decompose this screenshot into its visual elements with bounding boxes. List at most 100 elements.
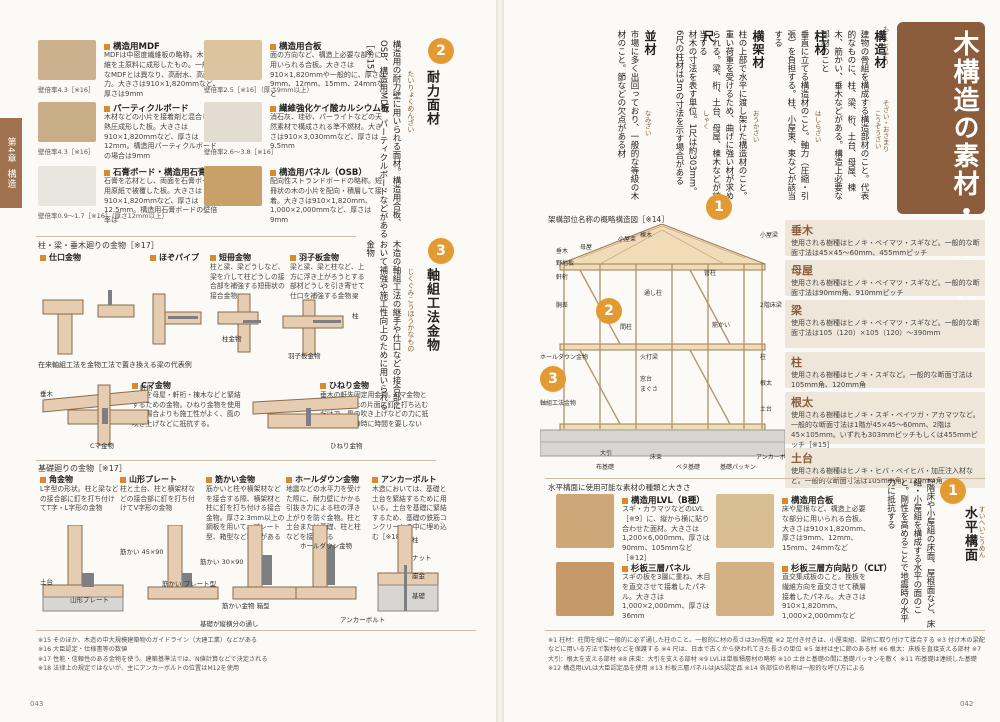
member-name: 根太 [791,396,813,409]
footnote-line: ※17 性能・信頼性のある金物を使う。建築基準法では、N値計算などで決定される [38,655,268,663]
label-yamagata: 山形プレート [70,596,109,604]
intro-reading: しゃく [701,110,710,130]
hardware-name-text: 山形プレート [129,475,177,484]
diagram-label: 棟木 [640,232,653,239]
material-desc: MDFは中密度繊維板の略称。木質繊維を主原料に成形したもの。一般的なMDFとは異… [104,51,220,99]
material-desc: 消石灰、珪砂、パーライトなどの天然素材で構成される準不燃材。大きさは910×3,… [270,113,382,151]
member-desc: 使用される樹種はヒノキ・スギ・ベイツガ・アカマツなど。一般的な断面寸法は1階が4… [791,411,980,450]
title-reading-1: もくこうぞう [881,26,890,65]
intro-reading: おうかざい [751,110,760,143]
material-swatch [204,102,262,142]
label-sujikai-plate: 筋かい プレート型 [162,580,217,588]
hardware-name-text: アンカーボルト [381,475,437,484]
material-name: 構造用パネル（OSB） [270,166,367,178]
bullet-icon [270,105,276,112]
label-hashira: 柱 [412,536,419,544]
bullet-icon [622,497,628,504]
material-swatch [38,40,96,80]
member-row-bg [785,352,985,388]
footnote-line: ※16 大臣認定・仕様書等の数値 [38,646,128,654]
section-badge-2: 2 [428,38,454,64]
material-name-text: 石膏ボード・構造用石膏ボード [113,168,233,178]
foundation-hardware-illustration [42,525,439,612]
diagram-label: 土台 [760,406,773,413]
section1-heading: 水平構面 [962,506,977,562]
material-name: 杉板三層パネル [622,562,691,574]
label-hineri: ひねり金物 [330,442,363,450]
divider-2 [36,460,436,461]
member-row-bg [785,260,985,296]
diagram-label: 通し柱 [644,290,663,297]
bullet-icon [782,497,788,504]
diagram-label: 軒桁 [556,274,569,281]
diagram-label: 床束 [650,454,663,461]
material-desc: スギ・カラマツなどのLVL［※9］に、縦から横に貼り合わせた面材。大きさは1,2… [622,505,710,562]
chapter-number: 第4章 [5,136,16,164]
diagram-label: ベタ基礎 [676,464,701,471]
intro-body: 垂直に立てる構造材のこと。軸力（圧縮・引張）を負担する。柱、小屋束、束などが該当… [772,30,809,200]
material-desc: 木材などの小片を接着剤と混合して熱圧成形した板。大きさは910×1,820mmな… [104,113,217,161]
member-name: 垂木 [791,224,813,237]
member-desc: 使用される樹種はヒノキ・ベイマツ・スギなど。一般的な断面寸法は105（120）×… [791,319,980,338]
intro-heading: 並材 [643,30,657,56]
intro-body: 市場に多く出回っており、一般的な等級の木材のこと。節などの欠点がある材 [615,30,639,200]
hardware-name-text: 羽子板金物 [299,253,339,262]
member-row-bg [785,392,985,444]
floor-caption: 水平構面に使用可能な素材の種類と大きさ [548,483,691,492]
material-swatch [204,166,262,206]
bullet-icon [372,476,378,483]
section-badge-1: 1 [940,478,966,504]
material-name-text: パーティクルボード [113,104,189,114]
diagram-label: ホールダウン金物 [540,354,589,361]
hardware-desc: 柱と梁、梁どうしなど、梁を介して柱どうしの接合部を補強する短冊状の接合金物 [210,263,285,300]
hardware-name: Cマ金物 [132,380,171,391]
label-post-hw: 柱金物 [222,335,242,343]
hardware-name: 短冊金物 [210,252,251,263]
label-cma: Cマ金物 [90,442,115,450]
label-beam: 梁 [352,292,359,300]
section3-heading: 軸組工法金物 [424,268,439,352]
bullet-icon [320,382,326,389]
member-row: 母屋使用される樹種はヒノキ・ベイマツ・スギなど。一般的な断面寸法は90mm角、9… [785,260,985,297]
material-item: 繊維強化ケイ酸カルシウム板消石灰、珪砂、パーライトなどの天然素材で構成される準不… [204,102,389,160]
footnote-line: ※15 そのほか、木造の中大規模建築物のガイドライン（大建工業）などがある [38,637,258,644]
diagram-label: 柱 [760,354,767,361]
diagram-badge-2: 2 [596,298,622,324]
material-name-text: 構造用パネル（OSB） [279,168,367,178]
diagram-label: 布基礎 [596,464,615,471]
divider-right [545,478,985,479]
intro-heading: 横架材 [751,30,765,69]
diagram-label: 野地板 [556,260,575,267]
bullet-icon [40,476,46,483]
material-name: 構造用LVL（B種） [622,494,705,506]
footnote-rule-right [545,630,985,631]
hardware-section-label-2: 基礎廻りの金物［※17］ [38,464,127,473]
label-nut: ナット [412,554,432,562]
member-row: 垂木使用される樹種はヒノキ・ベイマツ・スギなど。一般的な断面寸法は45×45～6… [785,220,985,257]
diagram-badge-3: 3 [540,366,566,392]
hardware-desc: L字型の形状。柱と梁などの接合部に釘を打ち付けてT字・L字形の金物 [40,485,119,513]
material-size: 壁倍率2.5［※16］（厚さ9mm以上） [204,86,314,94]
diagram-title: 架構部位名称の概略構造図［※14］ [548,215,669,224]
diagram-label: 基礎パッキン [720,464,756,471]
title-box [897,22,985,214]
title-reading-2: そざい・おさまり [881,100,890,152]
material-swatch [716,562,774,616]
left-page-number: 043 [30,700,44,708]
bullet-icon [782,565,788,572]
label-kiso: 基礎 [412,592,425,600]
hardware-desc: 垂木の軒先固定用金物。Cマ金物と比べて、垂木の片面に釘を打ち込むだけで、風の吹き… [320,391,429,428]
frame-diagram [540,224,785,457]
hardware-name: ひねり金物 [320,380,369,391]
diagram-label: 胴差 [556,302,569,309]
member-name: 梁 [791,304,802,317]
section2-body: 構造用の耐力壁に用いられる面材。構造用合板、OSB、構造用MDF、パーティクルボ… [364,40,401,239]
member-row: 根太使用される樹種はヒノキ・スギ・ベイツガ・アカマツなど。一般的な断面寸法は1階… [785,392,985,449]
material-name-text: 杉板三層方向貼り（CLT） [791,564,893,574]
section2-reading: たいりょくめんざい [406,70,415,133]
bullet-icon [150,254,156,261]
material-item: 構造用パネル（OSB）配向性ストランドボードの略称。短冊状の木の小片を配向・積層… [204,166,382,224]
material-swatch [556,494,614,548]
intro-body: 材木の寸法を表す単位。1尺は約303mm。6尺の柱材は3mの寸法を示す場合がある [673,30,697,196]
section2-heading: 耐力面材 [424,70,439,126]
